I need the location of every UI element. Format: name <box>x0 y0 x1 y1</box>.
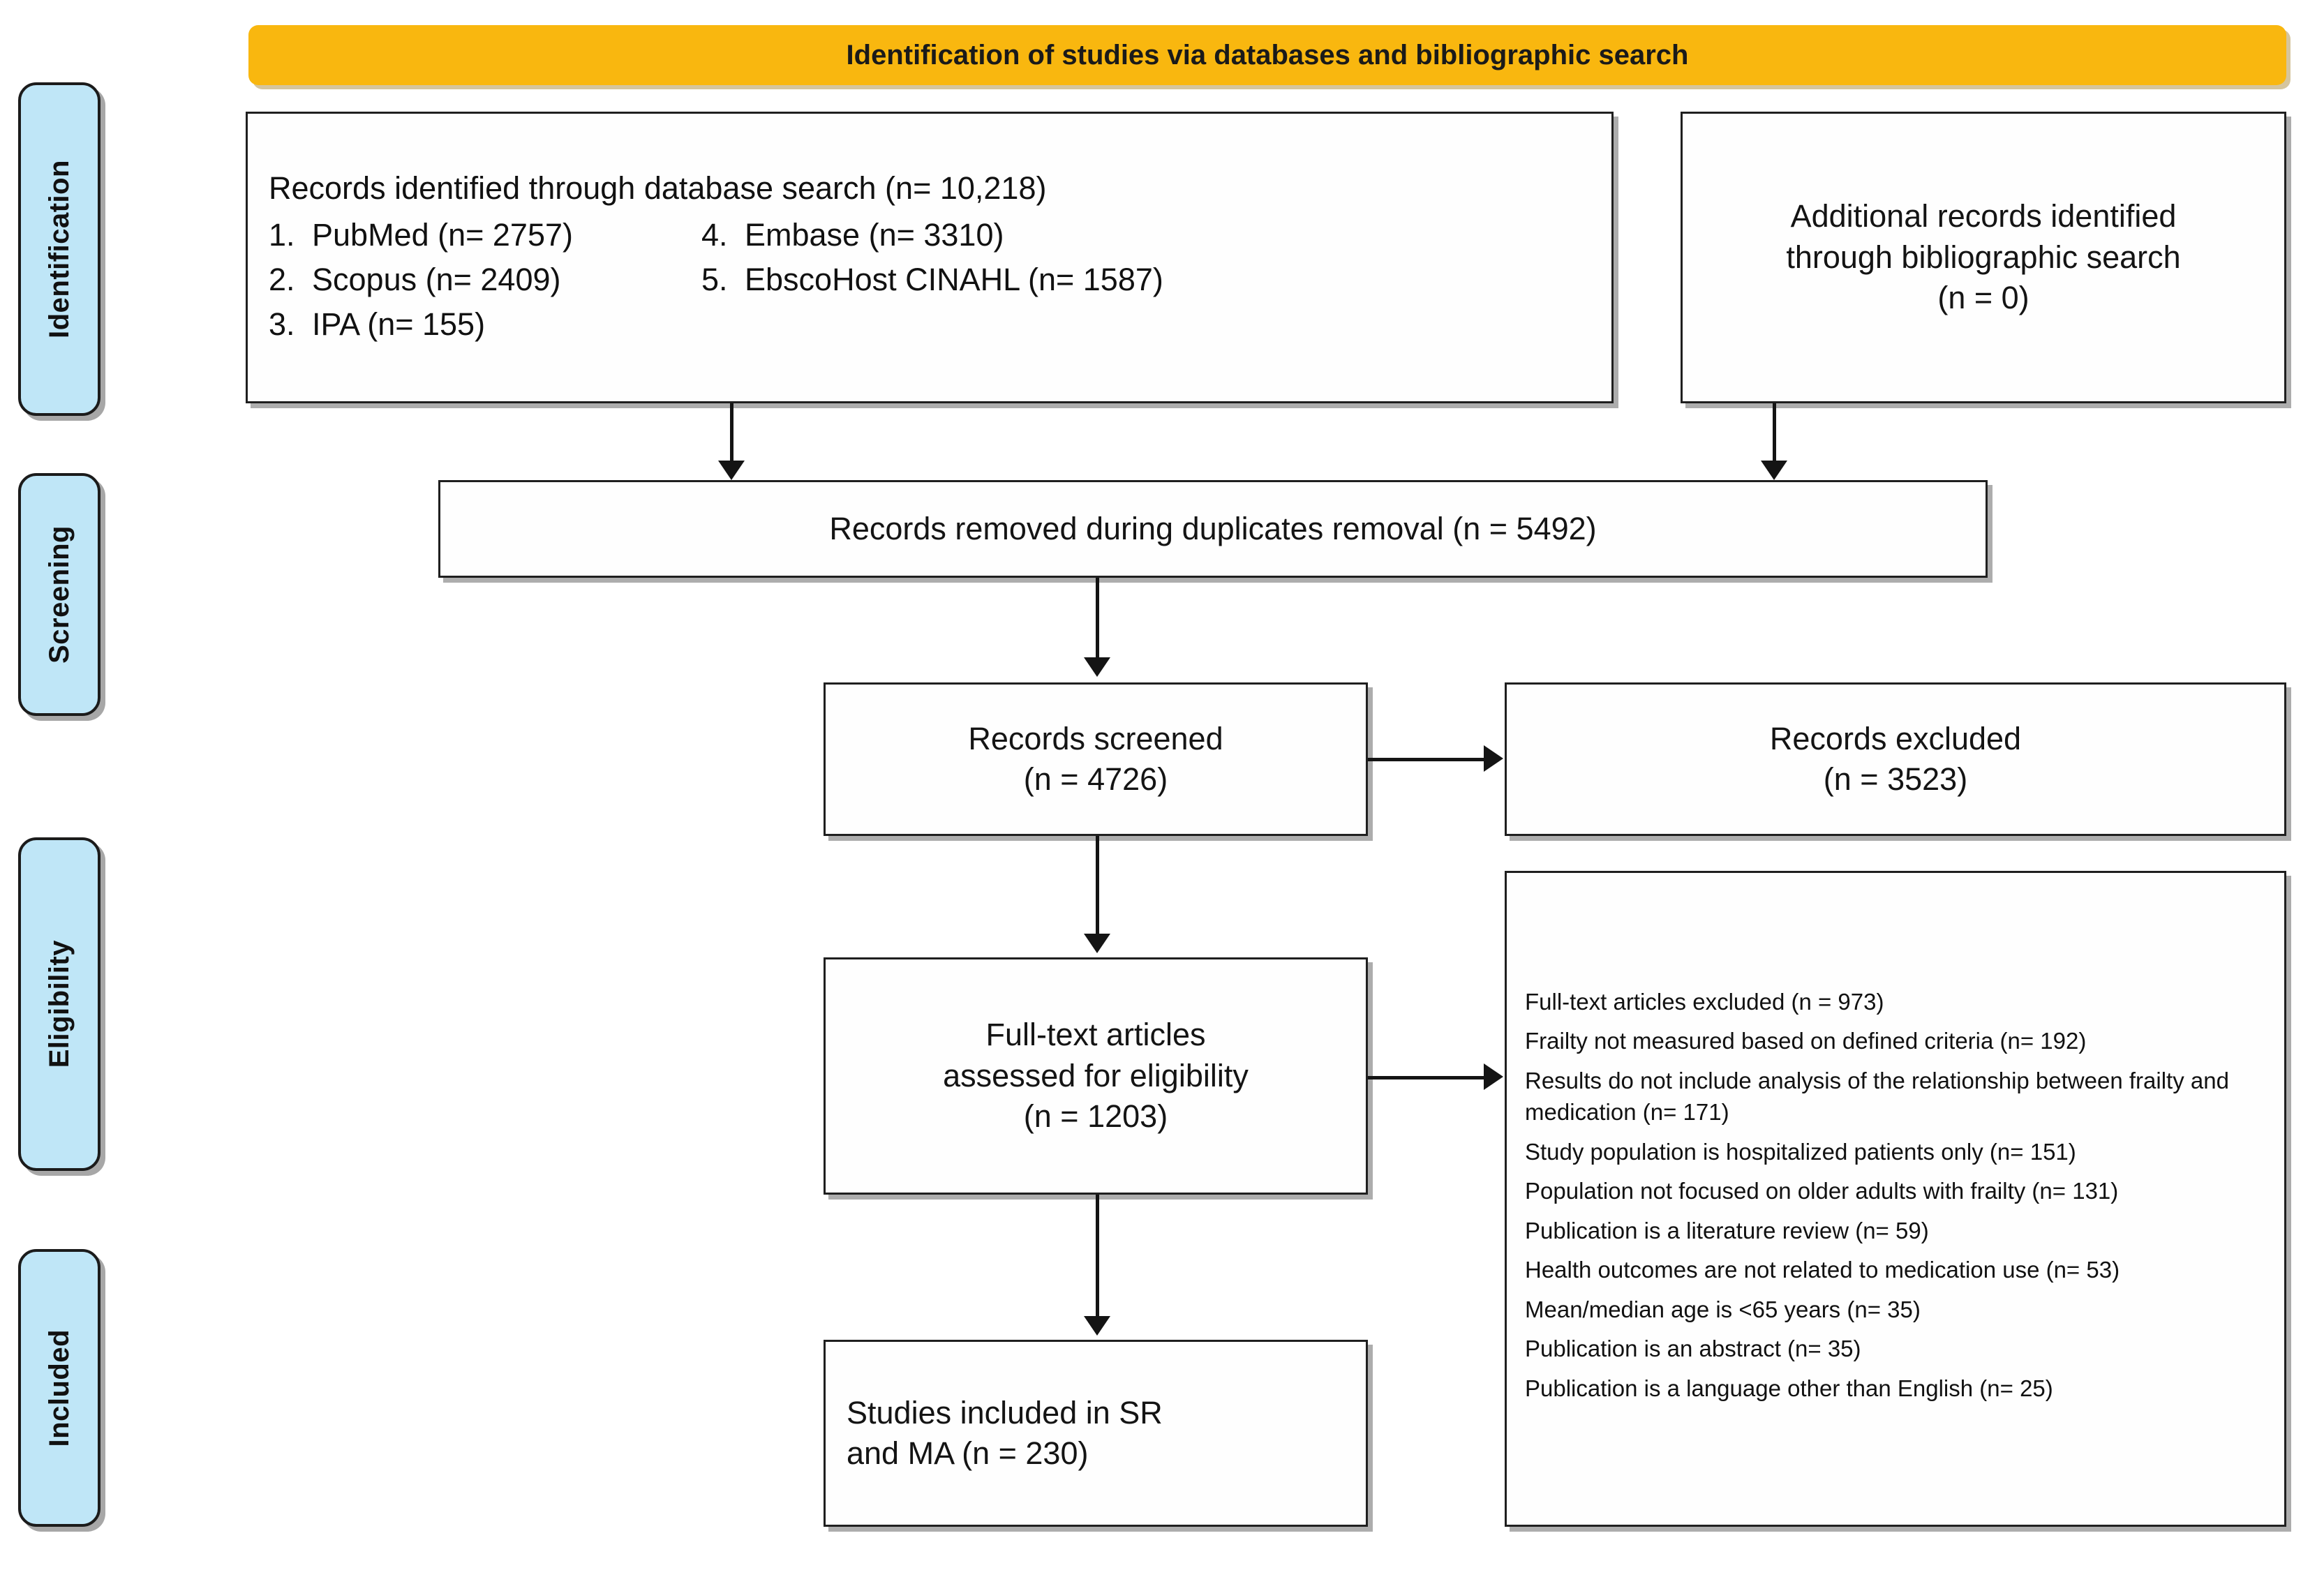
stage-tab-screening: Screening <box>18 473 100 716</box>
section-banner-title: Identification of studies via databases … <box>846 39 1689 70</box>
records-screened-line-1: Records screened <box>968 720 1223 756</box>
connector-additional-to-duplicates <box>1773 403 1776 468</box>
database-records-heading: Records identified through database sear… <box>269 170 1047 206</box>
exclusion-reason-item: Publication is an abstract (n= 35) <box>1525 1336 1861 1362</box>
database-source-label: IPA (n= 155) <box>312 306 486 343</box>
arrowhead-fulltext-to-included <box>1084 1316 1110 1336</box>
box-records-excluded: Records excluded (n = 3523) <box>1505 682 2286 836</box>
arrowhead-additional-to-duplicates <box>1761 461 1787 480</box>
database-source-columns: 1. PubMed (n= 2757) 2. Scopus (n= 2409) … <box>269 213 1591 347</box>
stage-tab-eligibility: Eligibility <box>18 837 100 1171</box>
connector-screened-to-fulltext <box>1096 836 1099 939</box>
exclusion-reason-item: Mean/median age is <65 years (n= 35) <box>1525 1296 1921 1322</box>
database-source-label: PubMed (n= 2757) <box>312 217 573 253</box>
stage-tab-included: Included <box>18 1249 100 1527</box>
arrowhead-db-to-duplicates <box>718 461 745 480</box>
database-source-number: 3. <box>269 306 295 343</box>
studies-included-line-1: Studies included in SR <box>847 1394 1163 1430</box>
arrowhead-screened-to-fulltext <box>1084 934 1110 953</box>
connector-db-to-duplicates <box>730 403 733 468</box>
database-source-item: 2. Scopus (n= 2409) <box>269 257 701 302</box>
records-excluded-line-1: Records excluded <box>1769 720 2022 756</box>
database-source-item: 4. Embase (n= 3310) <box>701 213 1163 257</box>
database-source-label: EbscoHost CINAHL (n= 1587) <box>745 262 1163 298</box>
database-source-item: 3. IPA (n= 155) <box>269 302 701 347</box>
database-source-number: 5. <box>701 262 728 298</box>
fulltext-assessed-line-3: (n = 1203) <box>1023 1098 1168 1135</box>
stage-tab-screening-label: Screening <box>43 525 75 664</box>
exclusion-reason-list: Full-text articles excluded (n = 973) Fr… <box>1525 986 2266 1412</box>
exclusion-reason-item: Publication is a language other than Eng… <box>1525 1375 2053 1401</box>
arrowhead-screened-to-excluded <box>1484 745 1503 772</box>
connector-screened-to-excluded <box>1368 758 1487 761</box>
box-additional-records: Additional records identified through bi… <box>1681 112 2286 403</box>
box-duplicates-removed: Records removed during duplicates remova… <box>438 480 1988 578</box>
stage-tab-identification: Identification <box>18 82 100 416</box>
duplicates-removed-text: Records removed during duplicates remova… <box>829 510 1597 546</box>
exclusion-reason-item: Health outcomes are not related to medic… <box>1525 1257 2120 1283</box>
stage-tab-identification-label: Identification <box>43 160 75 338</box>
stage-tab-eligibility-label: Eligibility <box>43 940 75 1068</box>
box-fulltext-assessed: Full-text articles assessed for eligibil… <box>824 957 1368 1195</box>
database-source-label: Scopus (n= 2409) <box>312 262 561 298</box>
connector-fulltext-to-excluded <box>1368 1076 1487 1079</box>
arrowhead-fulltext-to-excluded <box>1484 1063 1503 1090</box>
exclusion-reason-item: Study population is hospitalized patient… <box>1525 1138 2076 1165</box>
studies-included-line-2: and MA (n = 230) <box>847 1435 1089 1471</box>
exclusion-reason-item: Frailty not measured based on defined cr… <box>1525 1028 2087 1054</box>
box-records-screened: Records screened (n = 4726) <box>824 682 1368 836</box>
exclusion-reason-item: Population not focused on older adults w… <box>1525 1178 2119 1204</box>
exclusion-reason-item: Publication is a literature review (n= 5… <box>1525 1217 1929 1243</box>
connector-duplicates-to-screened <box>1096 578 1099 663</box>
database-source-label: Embase (n= 3310) <box>745 217 1004 253</box>
records-screened-line-2: (n = 4726) <box>1023 761 1168 797</box>
database-source-number: 1. <box>269 217 295 253</box>
database-source-item: 1. PubMed (n= 2757) <box>269 213 701 257</box>
box-fulltext-excluded-reasons: Full-text articles excluded (n = 973) Fr… <box>1505 871 2286 1527</box>
section-banner: Identification of studies via databases … <box>248 25 2286 85</box>
additional-records-line-3: (n = 0) <box>1937 280 2029 316</box>
fulltext-assessed-line-1: Full-text articles <box>985 1017 1206 1053</box>
fulltext-assessed-line-2: assessed for eligibility <box>943 1057 1249 1093</box>
stage-tab-included-label: Included <box>43 1329 75 1447</box>
box-records-identified-database: Records identified through database sear… <box>246 112 1614 403</box>
exclusion-reason-item: Full-text articles excluded (n = 973) <box>1525 988 1884 1015</box>
additional-records-line-2: through bibliographic search <box>1786 239 2181 275</box>
additional-records-line-1: Additional records identified <box>1790 198 2177 234</box>
database-source-column-right: 4. Embase (n= 3310) 5. EbscoHost CINAHL … <box>701 213 1163 347</box>
arrowhead-duplicates-to-screened <box>1084 657 1110 677</box>
connector-fulltext-to-included <box>1096 1195 1099 1322</box>
database-source-number: 4. <box>701 217 728 253</box>
box-studies-included: Studies included in SR and MA (n = 230) <box>824 1340 1368 1527</box>
database-source-column-left: 1. PubMed (n= 2757) 2. Scopus (n= 2409) … <box>269 213 701 347</box>
database-source-number: 2. <box>269 262 295 298</box>
exclusion-reason-item: Results do not include analysis of the r… <box>1525 1067 2229 1126</box>
records-excluded-line-2: (n = 3523) <box>1823 761 1968 797</box>
database-source-item: 5. EbscoHost CINAHL (n= 1587) <box>701 257 1163 302</box>
